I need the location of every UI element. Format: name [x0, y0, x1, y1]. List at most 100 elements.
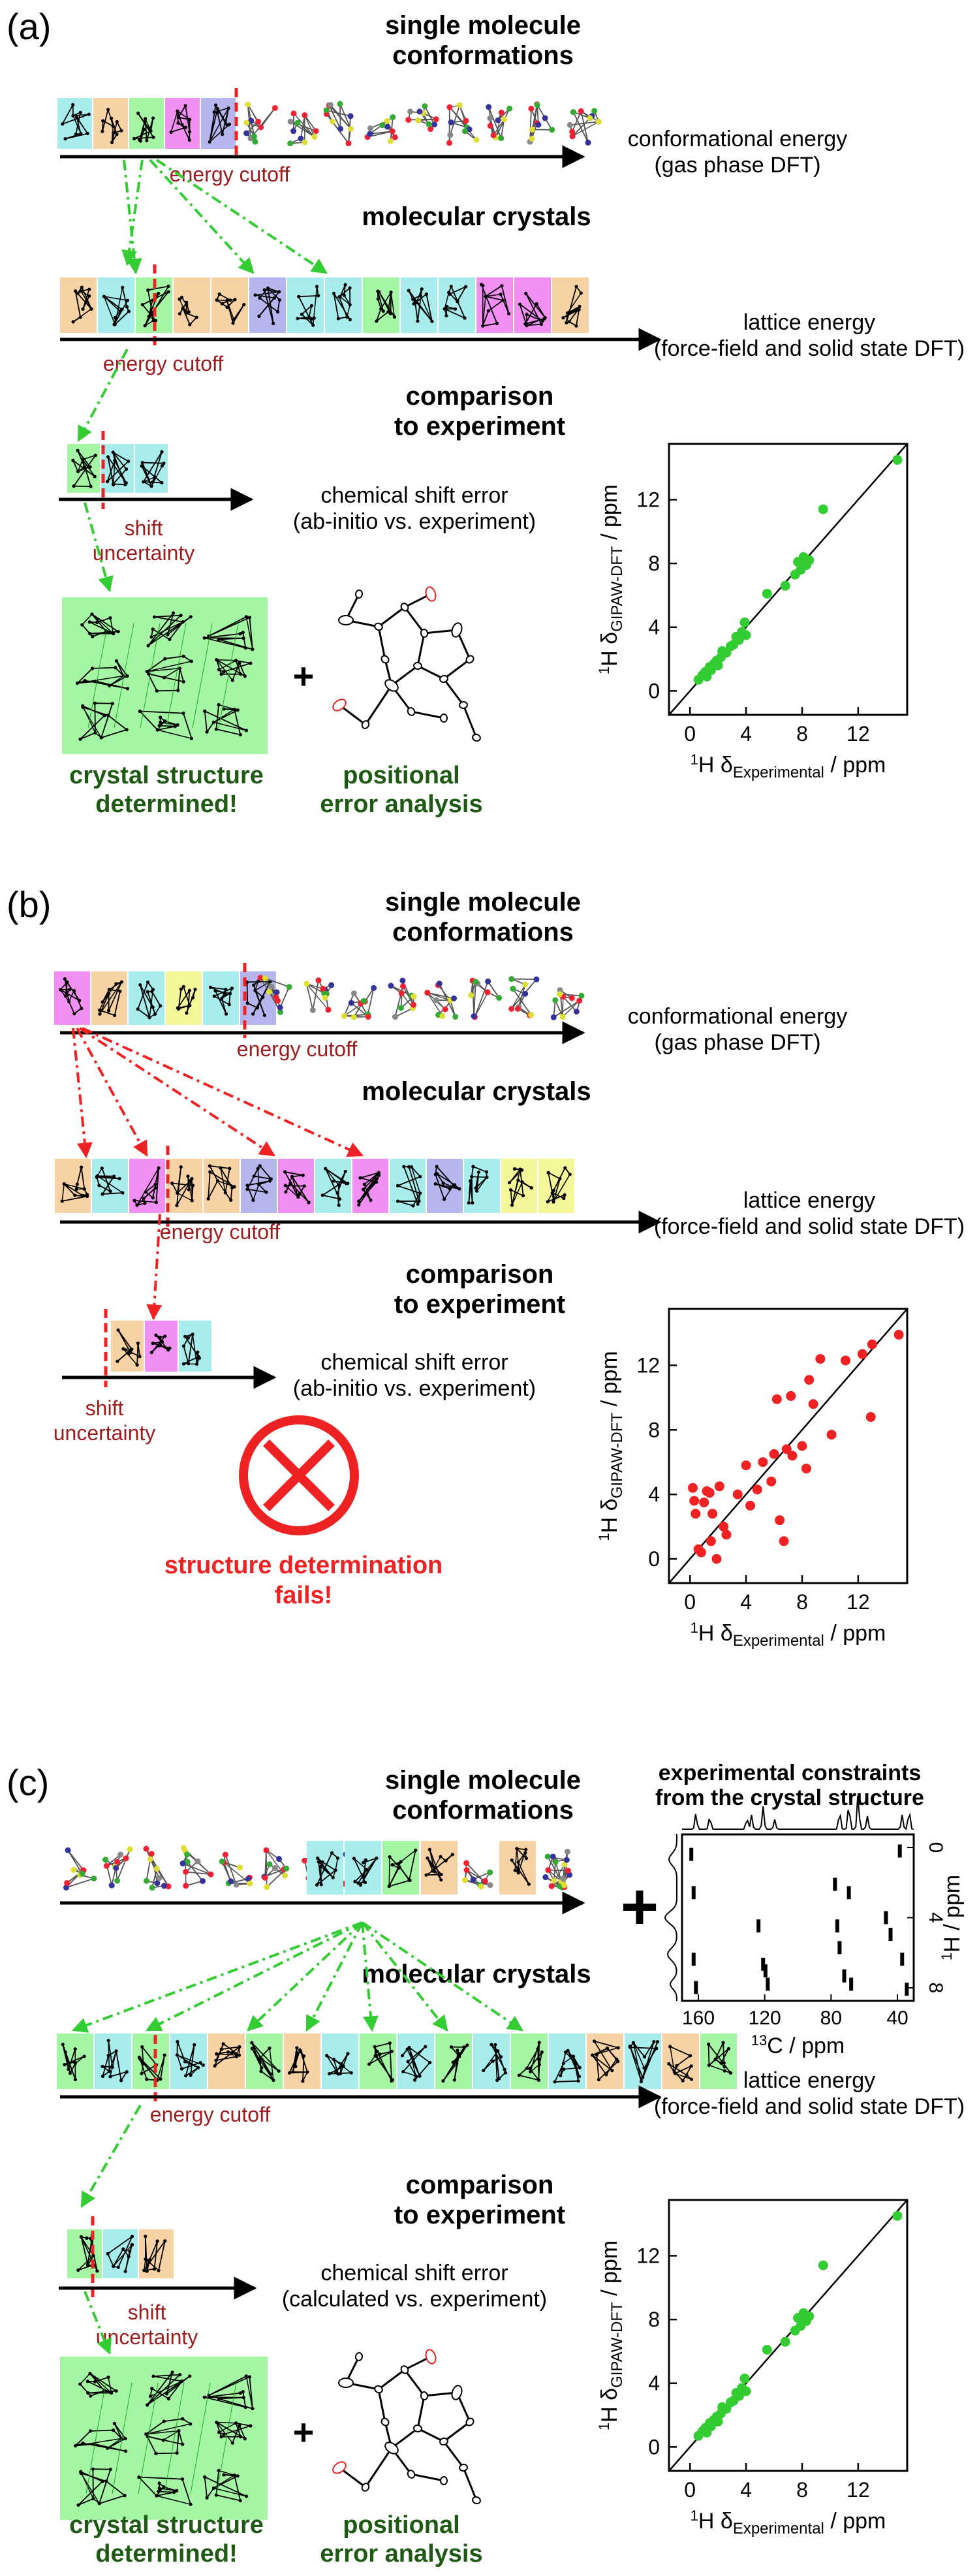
atom: [208, 1164, 211, 1168]
y-tick-label: 4: [648, 616, 660, 639]
atom: [439, 1855, 443, 1859]
bond: [675, 2066, 692, 2074]
data-point: [865, 1412, 876, 1422]
bond: [107, 456, 114, 485]
molecule-icon: [315, 1851, 340, 1887]
atom: [219, 1166, 223, 1170]
atom: [76, 469, 80, 473]
atom: [449, 285, 453, 289]
data-point: [804, 1375, 815, 1385]
bond: [72, 460, 95, 477]
atom: [85, 2263, 90, 2267]
lattice-energy-label: lattice energy: [743, 2068, 875, 2093]
bond: [378, 2368, 405, 2391]
bond: [403, 2071, 416, 2077]
atom: [217, 292, 221, 296]
atom: [516, 1868, 520, 1872]
bond: [529, 108, 532, 142]
atom: [151, 1005, 155, 1009]
atom: [522, 990, 529, 997]
molecule-icon: [479, 283, 511, 328]
atom: [489, 2043, 493, 2047]
atom: [143, 1846, 149, 1852]
atom: [474, 1189, 479, 1193]
bond: [144, 2259, 146, 2270]
atom: [331, 1876, 335, 1879]
atom: [287, 118, 294, 125]
y-tick-label: 8: [648, 1418, 660, 1441]
atom: [348, 318, 352, 322]
bond: [226, 300, 234, 320]
data-point: [781, 1444, 792, 1454]
atom: [78, 315, 82, 319]
atom: [219, 1859, 225, 1865]
bond: [411, 1167, 421, 1177]
atom: [178, 297, 181, 301]
thermal-ellipsoid: [332, 2461, 347, 2474]
atom: [332, 291, 336, 296]
atom: [375, 1856, 379, 1861]
x-tick-label: 0: [684, 2478, 696, 2502]
atom: [298, 2048, 302, 2052]
atom: [595, 2052, 598, 2057]
molecule-icon: [303, 977, 335, 1013]
bond: [113, 483, 125, 486]
atom: [325, 1007, 332, 1013]
bond: [215, 2056, 237, 2062]
atom: [269, 1177, 273, 1181]
bond: [576, 309, 580, 326]
atom: [324, 1167, 328, 1170]
bond: [215, 704, 220, 730]
atom: [159, 2077, 163, 2081]
atom: [417, 1199, 421, 1203]
bond: [206, 721, 215, 732]
atom: [409, 1165, 414, 1169]
atom: [127, 309, 131, 313]
bond: [491, 2044, 505, 2070]
atom: [137, 2055, 141, 2060]
atom: [180, 1845, 187, 1851]
atom: [247, 1880, 253, 1887]
atom: [540, 319, 544, 323]
atom: [234, 2421, 238, 2425]
atom: [375, 2049, 379, 2054]
atom: [83, 678, 87, 683]
bond: [409, 1850, 416, 1881]
atom: [726, 2047, 730, 2050]
atom: [721, 2041, 725, 2045]
y-tick-label: 12: [636, 2244, 660, 2267]
atom: [205, 730, 209, 734]
atom: [522, 981, 529, 988]
atom: [89, 484, 93, 488]
bond: [376, 2056, 394, 2081]
bond: [316, 1853, 333, 1885]
atom: [113, 458, 117, 463]
atom: [93, 475, 97, 479]
data-point: [780, 2336, 790, 2347]
molecule-icon: [146, 611, 193, 648]
bond: [329, 2066, 344, 2075]
thermal-ellipsoid: [354, 2352, 364, 2361]
atom: [233, 1881, 240, 1888]
atom: [79, 2470, 83, 2474]
atom: [375, 1180, 379, 1184]
packing-line: [85, 2382, 106, 2494]
atom: [103, 1862, 110, 1869]
atom: [113, 1013, 117, 1017]
bond: [123, 1348, 138, 1366]
bond: [185, 2067, 199, 2077]
data-point: [787, 1451, 798, 1461]
bond: [568, 309, 578, 322]
bond: [267, 287, 280, 301]
bond: [78, 2255, 94, 2270]
atom: [416, 108, 423, 115]
thermal-ellipsoid: [420, 2391, 429, 2400]
atom: [213, 989, 217, 993]
atom: [484, 294, 488, 298]
bond: [443, 658, 471, 680]
bond: [183, 1356, 199, 1364]
cross-peak: [888, 1928, 893, 1941]
bond: [306, 983, 329, 1011]
bond: [325, 1168, 349, 1184]
